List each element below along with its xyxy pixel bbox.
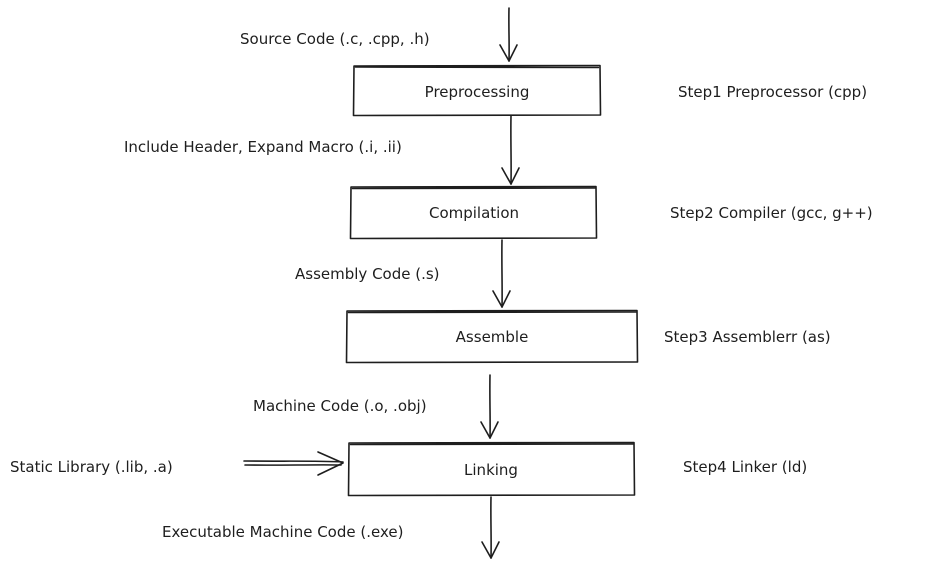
step3-tool-label: Step3 Assemblerr (as) [664,328,831,346]
assemble-box: Assemble [345,309,639,364]
step1-tool-label: Step1 Preprocessor (cpp) [678,83,867,101]
arrow-assemble-to-linking [480,374,499,439]
step4-tool-label: Step4 Linker (ld) [683,458,807,476]
preprocessing-box-label: Preprocessing [425,83,530,101]
source-code-label: Source Code (.c, .cpp, .h) [240,30,430,48]
machine-code-label: Machine Code (.o, .obj) [253,397,427,415]
executable-output-label: Executable Machine Code (.exe) [162,523,403,541]
arrow-preprocessing-to-compilation [501,115,520,185]
compilation-box-label: Compilation [429,204,519,222]
arrow-compilation-to-assemble [492,239,511,308]
arrow-source-to-preprocessing [499,7,518,62]
assemble-box-label: Assemble [456,328,529,346]
step2-tool-label: Step2 Compiler (gcc, g++) [670,204,873,222]
linking-box-label: Linking [464,461,518,479]
compilation-box: Compilation [349,185,598,240]
preprocessing-box: Preprocessing [352,64,602,117]
arrow-static-library-to-linking [243,451,344,476]
linking-box: Linking [347,441,636,497]
assembly-code-label: Assembly Code (.s) [295,265,440,283]
preprocessed-output-label: Include Header, Expand Macro (.i, .ii) [124,138,402,156]
static-library-label: Static Library (.lib, .a) [10,458,173,476]
arrow-linking-to-executable [481,496,500,559]
